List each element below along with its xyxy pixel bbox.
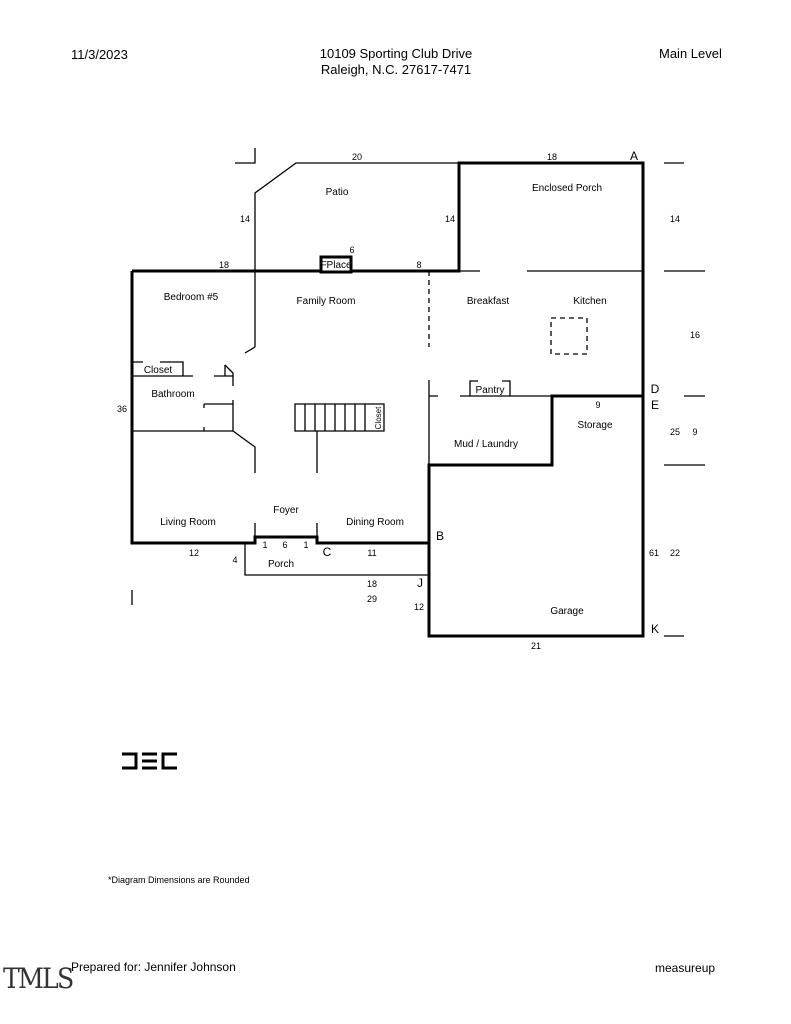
point-label-a: A (630, 149, 638, 163)
room-label-mud-laundry: Mud / Laundry (454, 439, 518, 450)
dimension-label: 22 (670, 548, 680, 558)
level-label: Main Level (659, 46, 722, 61)
point-label-k: K (651, 622, 659, 636)
date: 11/3/2023 (71, 47, 128, 62)
dimension-label: 1 (303, 540, 308, 550)
room-label-pantry: Pantry (476, 385, 505, 396)
dimension-label: 14 (670, 214, 680, 224)
brand-name: measureup (655, 961, 716, 975)
dimension-label: 20 (352, 152, 362, 162)
dimension-label: 21 (531, 641, 541, 651)
room-label-family-room: Family Room (297, 296, 356, 307)
room-label-storage: Storage (577, 420, 612, 431)
room-label-dining-room: Dining Room (346, 517, 404, 528)
dimension-label: 8 (416, 260, 421, 270)
fireplace-box (319, 255, 353, 274)
dimension-label: 16 (690, 330, 700, 340)
room-label-patio: Patio (326, 187, 349, 198)
point-label-b: B (436, 529, 444, 543)
room-label-foyer: Foyer (273, 505, 299, 516)
room-label-enclosed-porch: Enclosed Porch (532, 183, 602, 194)
dimension-label: 14 (445, 214, 455, 224)
dimension-label: 25 (670, 427, 680, 437)
dimension-label: 9 (692, 427, 697, 437)
address-line-2: Raleigh, N.C. 27617-7471 (320, 62, 472, 77)
thin-walls (131, 148, 705, 637)
room-label-closet-stairs: Closet (374, 406, 383, 429)
room-label-kitchen: Kitchen (573, 296, 606, 307)
dimension-label: 9 (595, 400, 600, 410)
dimension-label: 18 (547, 152, 557, 162)
room-label-garage: Garage (550, 606, 584, 617)
room-label-bathroom: Bathroom (151, 389, 194, 400)
dimension-label: 18 (367, 579, 377, 589)
room-label-porch: Porch (268, 559, 294, 570)
dimension-label: 1 (262, 540, 267, 550)
room-label-living-room: Living Room (160, 517, 216, 528)
room-label-fireplace: FPlace (320, 260, 352, 271)
dimension-label: 29 (367, 594, 377, 604)
exterior-walls (130, 161, 645, 638)
dimension-label: 6 (282, 540, 287, 550)
dimension-label: 11 (367, 548, 376, 558)
room-label-closet: Closet (144, 365, 173, 376)
dimension-label: 12 (189, 548, 199, 558)
mls-logo: TMLS (3, 962, 74, 995)
dimensions-note: *Diagram Dimensions are Rounded (108, 875, 250, 885)
dimension-label: 61 (649, 548, 659, 558)
point-label-j: J (417, 576, 423, 590)
prepared-for: Prepared for: Jennifer Johnson (71, 960, 236, 974)
dimension-label: 4 (232, 555, 237, 565)
dimension-label: 36 (117, 404, 127, 414)
address-line-1: 10109 Sporting Club Drive (319, 46, 473, 61)
dimension-label: 14 (240, 214, 250, 224)
point-label-c: C (323, 545, 332, 559)
address: 10109 Sporting Club Drive Raleigh, N.C. … (250, 46, 542, 78)
room-label-bedroom-5: Bedroom #5 (164, 292, 219, 303)
dimension-label: 12 (414, 602, 424, 612)
dimension-label: 6 (349, 245, 354, 255)
point-label-e: E (651, 398, 659, 412)
point-label-d: D (651, 382, 660, 396)
room-label-breakfast: Breakfast (467, 296, 509, 307)
logo-dec-icon (122, 752, 177, 770)
dimension-label: 18 (219, 260, 229, 270)
